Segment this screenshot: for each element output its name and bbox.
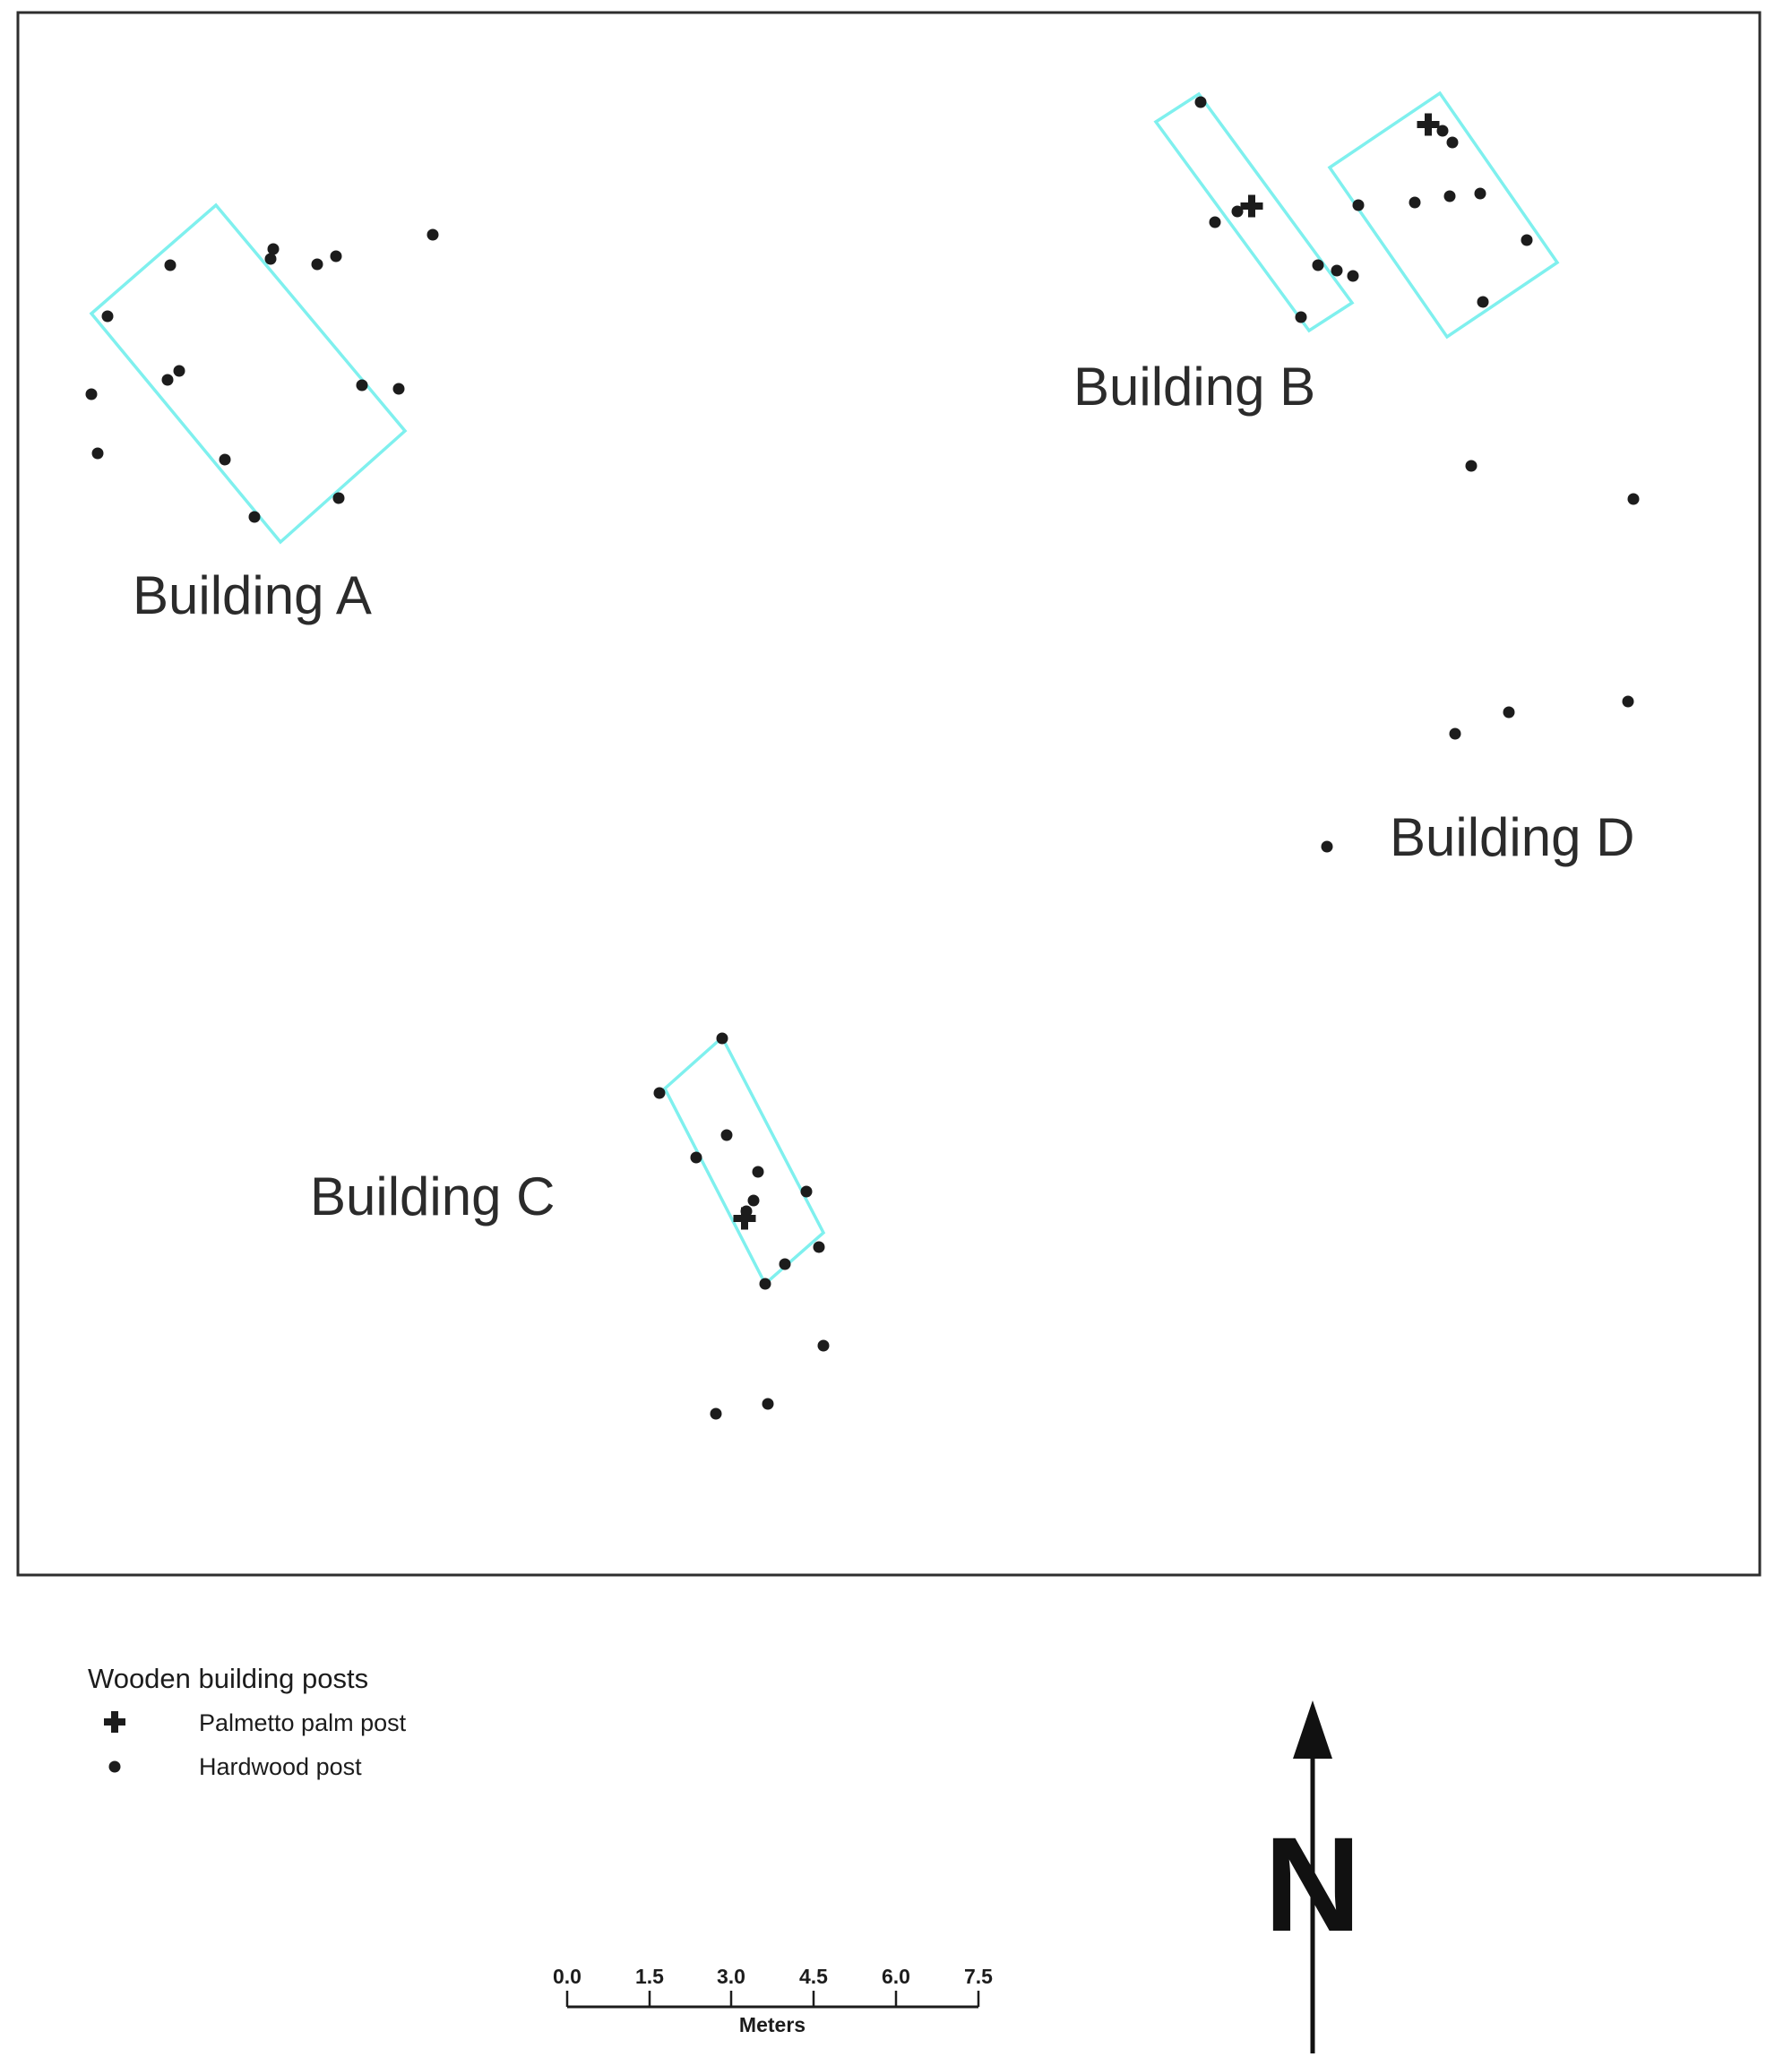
scale-tick-label: 6.0 [882,1965,910,1988]
hardwood-post [1474,187,1486,200]
palmetto-post [733,1207,756,1230]
hardwood-post [267,243,280,255]
scale-unit-label: Meters [739,2013,806,2036]
hardwood-post [1331,264,1343,277]
scale-bar: 0.0 1.5 3.0 4.5 6.0 7.5 Meters [553,1965,993,2036]
palmetto-post [1417,113,1440,136]
hardwood-post [1312,259,1324,271]
hardwood-post [716,1032,728,1045]
hardwood-post [1503,706,1515,719]
hardwood-post [392,383,405,395]
hardwood-post [653,1087,666,1099]
hardwood-post [1352,199,1365,211]
building-outline-A [89,202,408,545]
building-outline-B-left [1153,91,1355,333]
hardwood-post [164,259,177,271]
hardwood-post [747,1194,760,1207]
hardwood-post [1627,493,1640,505]
hardwood-post [1449,727,1461,740]
hardwood-post [1321,840,1333,853]
north-arrow-head [1293,1700,1332,1759]
hardwood-post [800,1185,813,1198]
building-outline-C [662,1035,826,1287]
hardwood-post [690,1151,702,1164]
hardwood-post [1295,311,1307,323]
north-arrow: N [1264,1700,1361,2053]
scale-tick-label: 7.5 [964,1965,993,1988]
legend-item-hardwood: Hardwood post [108,1753,362,1780]
hardwood-post [1622,695,1634,708]
hardwood-post [762,1398,774,1410]
post-markers [85,96,1640,1420]
hardwood-post [330,250,342,263]
hardwood-post [1409,196,1421,209]
building-outlines [89,90,1560,1287]
hardwood-post [1465,460,1478,472]
hardwood-post [1194,96,1207,108]
hardwood-post [720,1129,733,1141]
hardwood-post [219,453,231,466]
building-outline-B-right [1327,90,1560,340]
building-c-label: Building C [310,1166,556,1226]
palmetto-post-icon [104,1711,125,1733]
hardwood-post [813,1241,825,1253]
hardwood-post [426,228,439,241]
hardwood-post [85,388,98,400]
hardwood-post [1231,205,1244,218]
hardwood-post [779,1258,791,1270]
hardwood-post [91,447,104,460]
hardwood-post [1347,270,1359,282]
building-labels: Building A Building B Building C Buildin… [133,357,1635,1226]
hardwood-post [752,1166,764,1178]
hardwood-post [311,258,323,271]
hardwood-post-icon [108,1760,121,1773]
building-d-label: Building D [1390,807,1635,867]
building-b-label: Building B [1073,357,1315,417]
hardwood-post [759,1278,771,1290]
scale-tick-label: 3.0 [717,1965,745,1988]
hardwood-post [332,492,345,504]
legend-item-palmetto: Palmetto palm post [104,1709,407,1736]
hardwood-post [161,374,174,386]
hardwood-post [248,511,261,523]
north-arrow-letter: N [1264,1809,1361,1959]
hardwood-post [264,253,277,265]
hardwood-post [1209,216,1221,228]
hardwood-post [1477,296,1489,308]
palmetto-post [1240,194,1263,218]
hardwood-post [1443,190,1456,202]
legend-item-palmetto-label: Palmetto palm post [199,1709,407,1736]
scale-tick-label: 1.5 [635,1965,664,1988]
hardwood-post [173,365,185,377]
hardwood-post [1436,125,1449,137]
scale-tick-label: 0.0 [553,1965,582,1988]
hardwood-post [1446,136,1459,149]
hardwood-post [101,310,114,323]
legend: Wooden building posts Palmetto palm post… [88,1663,407,1780]
hardwood-post [1521,234,1533,246]
hardwood-post [710,1407,722,1420]
map-frame [16,11,1762,1577]
building-a-label: Building A [133,565,372,625]
legend-title: Wooden building posts [88,1663,368,1694]
legend-item-hardwood-label: Hardwood post [199,1753,362,1780]
hardwood-post [356,379,368,392]
scale-tick-label: 4.5 [799,1965,828,1988]
hardwood-post [817,1339,830,1352]
